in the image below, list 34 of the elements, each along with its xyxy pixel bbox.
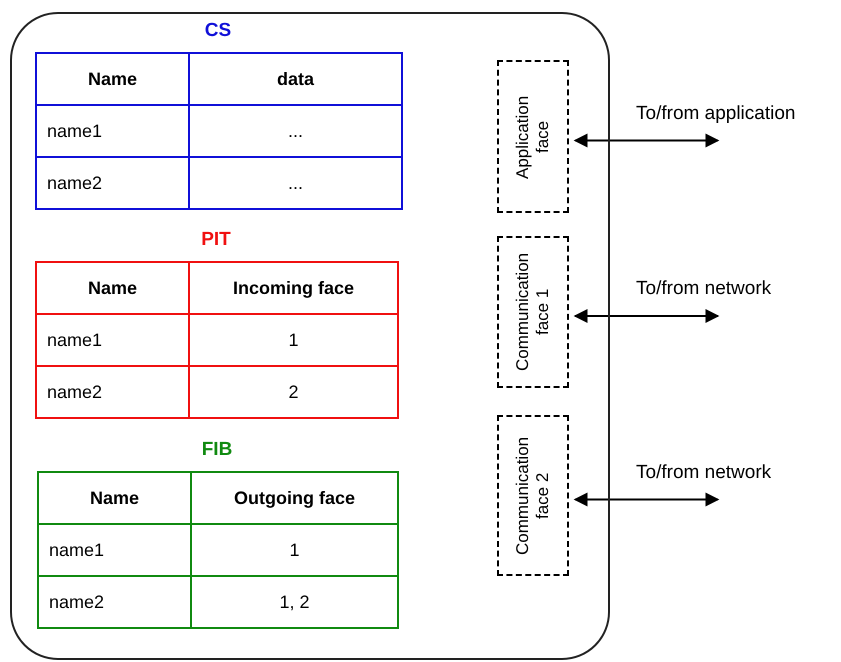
header-cell: Name [36, 53, 189, 105]
double-arrow [574, 134, 720, 148]
face-box [497, 60, 569, 213]
header-cell: data [189, 53, 402, 105]
table-cell: 1 [189, 314, 398, 366]
header-cell: Outgoing face [191, 472, 398, 524]
face-label: Application face [513, 94, 553, 181]
table-cell: name1 [36, 314, 189, 366]
edge-label: To/from network [636, 462, 772, 484]
table-cell: name1 [38, 524, 191, 576]
table-cell: name2 [36, 157, 189, 209]
face-box [497, 236, 569, 388]
face-box [497, 415, 569, 576]
table-cell: name2 [38, 576, 191, 628]
container-box [10, 12, 610, 660]
table-cell: 1 [191, 524, 398, 576]
table-cell: 2 [189, 366, 398, 418]
table-title: PIT [200, 229, 232, 251]
table-cell: name2 [36, 366, 189, 418]
face-label: Communication face 2 [513, 435, 553, 557]
double-arrow [574, 309, 720, 323]
edge-label: To/from application [636, 102, 796, 124]
header-cell: Name [38, 472, 191, 524]
double-arrow [574, 492, 720, 506]
edge-label: To/from network [636, 278, 772, 300]
header-cell: Name [36, 262, 189, 314]
table-cell: 1, 2 [191, 576, 398, 628]
table-title: FIB [200, 439, 234, 461]
header-cell: Incoming face [189, 262, 398, 314]
table-title: CS [204, 20, 232, 42]
face-label: Communication face 1 [513, 252, 553, 374]
table-cell: ... [189, 157, 402, 209]
table-cell: name1 [36, 105, 189, 157]
table-cell: ... [189, 105, 402, 157]
